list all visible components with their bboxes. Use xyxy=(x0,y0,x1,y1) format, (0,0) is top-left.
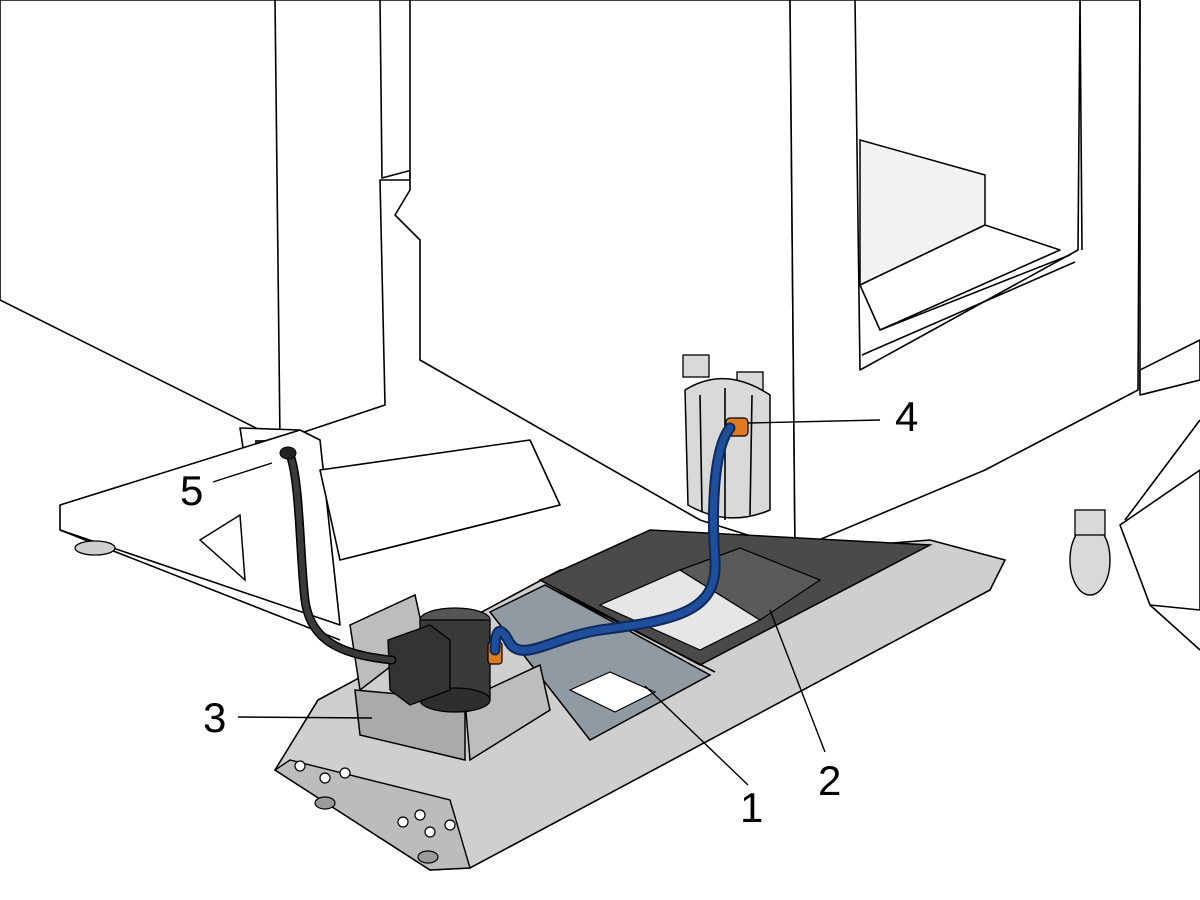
leader-1 xyxy=(644,685,749,786)
leader-5 xyxy=(212,462,273,483)
callout-4: 4 xyxy=(895,393,918,440)
callout-5: 5 xyxy=(180,467,203,514)
leader-2 xyxy=(769,609,826,753)
callout-1: 1 xyxy=(740,784,763,831)
callout-2: 2 xyxy=(818,757,841,804)
coolant-hose xyxy=(491,424,734,654)
left-enclosure xyxy=(0,0,413,461)
machine-base xyxy=(59,429,561,641)
leader-lines xyxy=(212,419,881,786)
callout-3: 3 xyxy=(203,694,226,741)
leader-3 xyxy=(237,716,373,719)
filter-plate xyxy=(488,584,716,741)
power-plug xyxy=(279,446,297,460)
power-cable xyxy=(287,452,395,663)
pump-assembly xyxy=(349,593,551,762)
leader-4 xyxy=(747,419,881,424)
filter-housing xyxy=(682,354,771,520)
side-duct xyxy=(1069,419,1200,651)
